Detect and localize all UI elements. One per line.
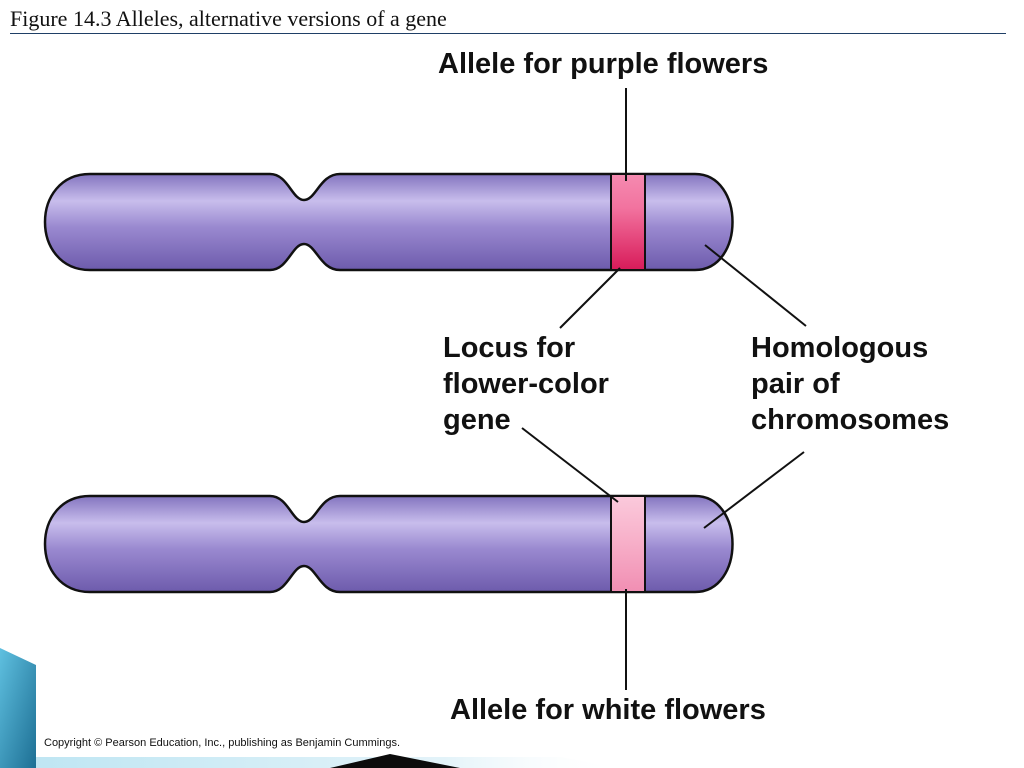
white-allele-band [611, 497, 645, 591]
top-chromosome [43, 172, 734, 272]
leader-homologous-bottom [703, 451, 805, 529]
label-homologous-line-3: chromosomes [751, 404, 950, 436]
bottom-chromosome [43, 494, 734, 594]
leader-locus-bottom [521, 427, 619, 503]
left-accent-wedge [0, 648, 36, 768]
leader-homologous-top [704, 244, 807, 327]
purple-allele-band [611, 175, 645, 269]
copyright-notice: Copyright © Pearson Education, Inc., pub… [44, 737, 401, 749]
leader-locus-top [559, 267, 621, 329]
bottom-sweep-dark [330, 754, 460, 768]
bottom-chromosome-body [43, 494, 734, 594]
label-homologous: Homologous pair of chromosomes [751, 330, 949, 438]
bottom-sweep-light [36, 757, 620, 768]
title-divider [10, 33, 1006, 34]
label-allele-white: Allele for white flowers [450, 694, 766, 726]
label-homologous-line-2: pair of [751, 368, 840, 400]
label-homologous-line-1: Homologous [751, 332, 929, 364]
label-locus-line-3: gene [443, 404, 511, 436]
label-locus-line-2: flower-color [443, 368, 609, 400]
label-allele-purple: Allele for purple flowers [438, 48, 769, 80]
label-locus-line-1: Locus for [443, 332, 576, 364]
figure-title: Figure 14.3 Alleles, alternative version… [10, 6, 447, 31]
label-locus: Locus for flower-color gene [443, 330, 609, 438]
top-chromosome-body [43, 172, 734, 272]
